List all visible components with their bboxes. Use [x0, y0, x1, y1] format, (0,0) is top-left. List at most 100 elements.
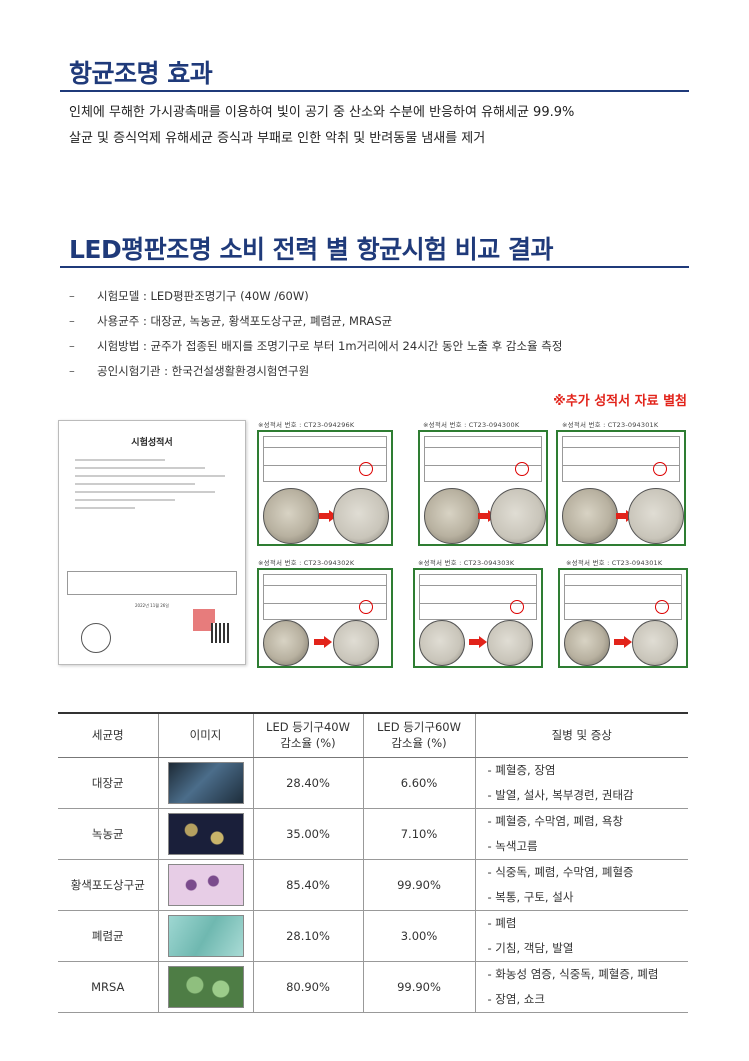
header-led40-line1: LED 등기구40W	[266, 720, 350, 735]
text-line	[75, 507, 135, 509]
table-row: 황색포도상구균 85.40% 99.90% - 식중독, 폐렴, 수막염, 폐혈…	[58, 859, 688, 911]
bacteria-image	[167, 965, 244, 1008]
text-line	[75, 483, 195, 485]
text-line	[75, 491, 215, 493]
highlight-circle	[515, 462, 529, 476]
result-panel	[257, 430, 393, 546]
header-led60-line2: 감소율 (%)	[391, 736, 447, 751]
list-item: –시험방법 : 균주가 접종된 배지를 조명기구로 부터 1m거리에서 24시간…	[69, 338, 563, 353]
led40-value: 80.90%	[252, 961, 363, 1013]
led60-value: 7.10%	[362, 808, 475, 860]
arrow-icon	[469, 636, 487, 648]
bullet-text: 시험모델 : LED평판조명기구 (40W /60W)	[97, 288, 309, 303]
result-panel	[257, 568, 393, 668]
symptom-line: - 기침, 객담, 발열	[487, 940, 574, 955]
section1-body: 인체에 무해한 가시광촉매를 이용하여 빛이 공기 중 산소와 수분에 반응하여…	[69, 100, 689, 152]
arrow-icon	[614, 636, 632, 648]
symptom-line: - 폐혈증, 장염	[487, 762, 556, 777]
bullet-text: 사용균주 : 대장균, 녹농균, 황색포도상구균, 폐렴균, MRAS균	[97, 313, 393, 328]
bacteria-name: MRSA	[58, 961, 158, 1013]
highlight-circle	[655, 600, 669, 614]
symptoms: - 식중독, 폐렴, 수막염, 폐혈증 - 복통, 구토, 설사	[474, 859, 688, 911]
petri-dish-before	[424, 488, 480, 544]
section2-rule	[60, 266, 689, 268]
led60-value: 99.90%	[362, 961, 475, 1013]
signature-box	[67, 571, 237, 595]
led60-value: 99.90%	[362, 859, 475, 911]
bacteria-image-cell	[157, 859, 253, 911]
text-line	[75, 499, 175, 501]
led40-value: 28.40%	[252, 757, 363, 809]
text-line	[75, 467, 205, 469]
bacteria-image-cell	[157, 808, 253, 860]
led60-value: 6.60%	[362, 757, 475, 809]
symptom-line: - 폐혈증, 수막염, 폐렴, 욕창	[487, 813, 624, 828]
header-disease: 질병 및 증상	[474, 712, 688, 758]
certificate-document: 시험성적서 2022년 11월 26일	[58, 420, 246, 665]
symptom-line: - 식중독, 폐렴, 수막염, 폐혈증	[487, 864, 634, 879]
list-item: –공인시험기관 : 한국건설생활환경시험연구원	[69, 363, 310, 378]
panel-caption: ※성적서 번호 : CT23-094303K	[418, 559, 515, 567]
bullet-text: 공인시험기관 : 한국건설생활환경시험연구원	[97, 363, 310, 378]
symptoms: - 폐혈증, 장염 - 발열, 설사, 복부경련, 권태감	[474, 757, 688, 809]
header-led40-line2: 감소율 (%)	[280, 736, 336, 751]
certificate-title: 시험성적서	[131, 438, 173, 448]
bullet-text: 시험방법 : 균주가 접종된 배지를 조명기구로 부터 1m거리에서 24시간 …	[97, 338, 563, 353]
highlight-circle	[359, 462, 373, 476]
official-seal	[193, 609, 215, 631]
table-row: 녹농균 35.00% 7.10% - 폐혈증, 수막염, 폐렴, 욕창- 녹색고…	[58, 808, 688, 860]
petri-dish-before	[564, 620, 610, 666]
header-led60-line1: LED 등기구60W	[377, 720, 461, 735]
symptoms: - 화농성 염증, 식중독, 폐혈증, 폐렴- 장염, 쇼크	[474, 961, 688, 1013]
symptom-line: - 발열, 설사, 복부경련, 권태감	[487, 787, 634, 802]
bacteria-name: 폐렴균	[58, 910, 158, 962]
test-info-list: –시험모델 : LED평판조명기구 (40W /60W) –사용균주 : 대장균…	[69, 283, 689, 383]
petri-dish-after	[632, 620, 678, 666]
symptom-line: - 녹색고름	[487, 838, 538, 853]
header-image: 이미지	[157, 712, 253, 758]
panel-caption: ※성적서 번호 : CT23-094302K	[258, 559, 355, 567]
bacteria-image-cell	[157, 757, 253, 809]
panel-caption: ※성적서 번호 : CT23-094301K	[562, 421, 659, 429]
panel-caption: ※성적서 번호 : CT23-094300K	[423, 421, 520, 429]
result-panel	[558, 568, 688, 668]
bacteria-image-cell	[157, 910, 253, 962]
bacteria-image	[167, 914, 244, 957]
section1-line-2: 살균 및 증식억제 유해세균 증식과 부패로 인한 악취 및 반려동물 냄새를 …	[69, 131, 486, 146]
section2-title: LED평판조명 소비 전력 별 항균시험 비교 결과	[69, 235, 553, 264]
bacteria-image	[167, 863, 244, 906]
table-row: MRSA 80.90% 99.90% - 화농성 염증, 식중독, 폐혈증, 폐…	[58, 961, 688, 1013]
symptoms: - 폐혈증, 수막염, 폐렴, 욕창 - 녹색고름	[474, 808, 688, 860]
symptom-line: - 폐렴	[487, 915, 517, 930]
bacteria-name: 황색포도상구균	[58, 859, 158, 911]
highlight-circle	[653, 462, 667, 476]
petri-dish-after	[628, 488, 684, 544]
arrow-icon	[314, 636, 332, 648]
petri-dish-before	[263, 620, 309, 666]
appendix-note: ※추가 성적서 자료 별첨	[553, 394, 687, 409]
text-line	[75, 475, 225, 477]
petri-dish-before	[263, 488, 319, 544]
led40-value: 35.00%	[252, 808, 363, 860]
result-panel	[413, 568, 543, 668]
result-panel	[556, 430, 686, 546]
highlight-circle	[359, 600, 373, 614]
panel-caption: ※성적서 번호 : CT23-094301K	[566, 559, 663, 567]
petri-dish-before	[562, 488, 618, 544]
list-item: –사용균주 : 대장균, 녹농균, 황색포도상구균, 폐렴균, MRAS균	[69, 313, 393, 328]
section1-rule	[60, 90, 689, 92]
led40-value: 85.40%	[252, 859, 363, 911]
symptom-line: - 장염, 쇼크	[487, 991, 545, 1006]
petri-dish-after	[490, 488, 546, 544]
bacteria-name: 대장균	[58, 757, 158, 809]
led60-value: 3.00%	[362, 910, 475, 962]
highlight-circle	[510, 600, 524, 614]
petri-dish-after	[333, 620, 379, 666]
symptom-line: - 복통, 구토, 설사	[487, 889, 574, 904]
certificate-date: 2022년 11월 26일	[135, 603, 169, 608]
bacteria-image	[167, 761, 244, 804]
